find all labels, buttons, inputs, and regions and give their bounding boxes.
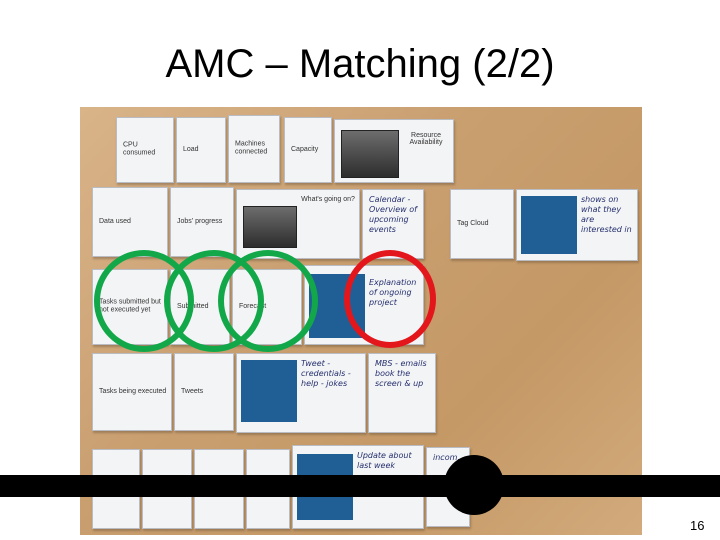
card-interest-label: shows on what they are interested in <box>581 195 632 234</box>
card-resource-availability: Resource Availability <box>334 119 454 183</box>
red-mismatch-circle <box>344 250 436 348</box>
timeline-bar <box>0 475 720 497</box>
card-tweet-list: Tweet - credentials - help - jokes <box>236 353 366 433</box>
machine-image <box>243 206 297 248</box>
card-tag-cloud: Tag Cloud <box>450 189 514 259</box>
blue-panel <box>241 360 297 422</box>
green-match-circle-3 <box>218 250 318 352</box>
card-tweet-list-label: Tweet - credentials - help - jokes <box>301 359 351 388</box>
card-whats-going-on-label: What's going on? <box>301 196 355 203</box>
card-tweets-label: Tweets <box>181 387 204 395</box>
card-whats-going-on: What's going on? <box>236 189 360 259</box>
card-load: Load <box>176 117 226 183</box>
card-cpu-consumed: CPU consumed <box>116 117 174 183</box>
card-machines-connected: Machines connected <box>228 115 280 183</box>
card-data-used: Data used <box>92 187 168 257</box>
card-machines-label: Machines connected <box>235 140 268 156</box>
card-resource-label: Resource Availability <box>409 132 443 146</box>
card-tasks-executed: Tasks being executed <box>92 353 172 431</box>
card-tweets: Tweets <box>174 353 234 431</box>
card-load-label: Load <box>183 145 199 153</box>
blue-panel <box>521 196 577 254</box>
card-calendar: Calendar - Overview of upcoming events <box>362 189 424 259</box>
card-tag-cloud-label: Tag Cloud <box>457 219 489 227</box>
card-jobs-progress: Jobs' progress <box>170 187 234 257</box>
card-calendar-label: Calendar - Overview of upcoming events <box>369 195 417 234</box>
card-cpu-label: CPU consumed <box>123 141 156 157</box>
machine-image <box>341 130 399 178</box>
slide-title: AMC – Matching (2/2) <box>165 42 555 86</box>
timeline-marker <box>444 455 504 515</box>
card-interest: shows on what they are interested in <box>516 189 638 261</box>
card-mbs-label: MBS - emails book the screen & up <box>375 359 427 388</box>
card-capacity: Capacity <box>284 117 332 183</box>
card-tasks-executed-label: Tasks being executed <box>99 387 167 395</box>
card-data-used-label: Data used <box>99 217 131 225</box>
card-mbs: MBS - emails book the screen & up <box>368 353 436 433</box>
card-incomplete-label: incom... <box>433 453 466 462</box>
card-update-label: Update about last week <box>357 451 412 470</box>
card-capacity-label: Capacity <box>291 145 319 153</box>
page-number: 16 <box>690 518 705 533</box>
card-jobs-progress-label: Jobs' progress <box>177 217 223 225</box>
